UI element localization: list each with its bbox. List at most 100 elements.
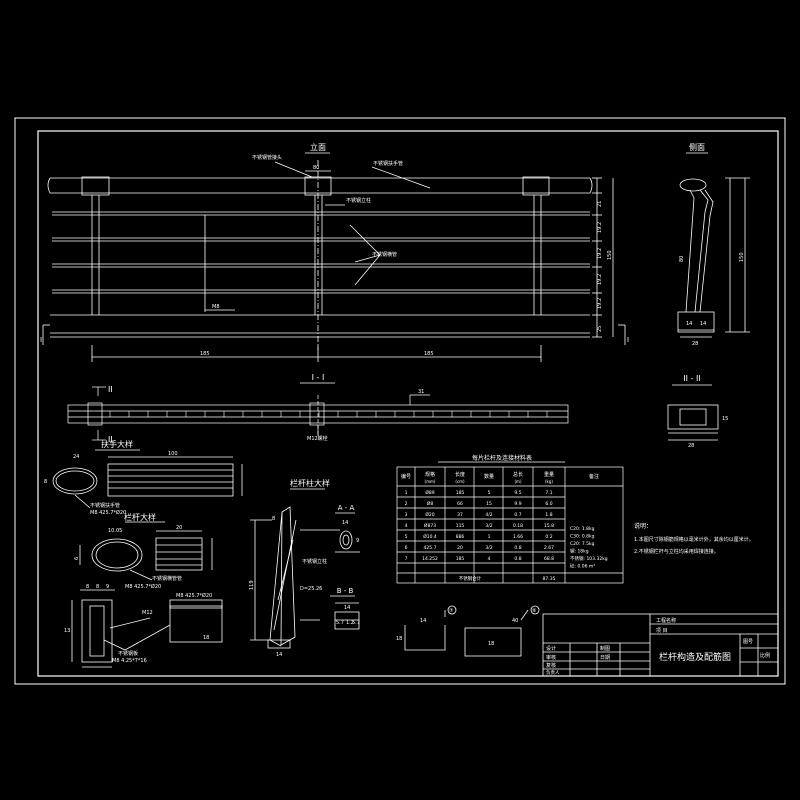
handrail-detail-label-pipe: 不锈钢扶手管	[90, 502, 120, 509]
table-cell: 425.7	[424, 545, 437, 551]
table-cell: 1	[488, 534, 491, 540]
table-cell: Ø89	[425, 489, 434, 496]
table-cell: 15.8	[544, 523, 554, 529]
table-note: 不锈钢: 103.32kg	[570, 555, 608, 562]
table-cell: 0.8	[514, 545, 521, 551]
title-block-drawing-title: 栏杆构造及配筋图	[659, 651, 731, 663]
post-detail	[250, 488, 340, 649]
title-block-field-4: 制图	[600, 645, 610, 652]
title-block-field-6: 图号	[743, 639, 753, 645]
table-note: C30: 0.8kg	[570, 534, 595, 540]
base-detail-dim-2: 9	[106, 584, 109, 590]
table-header-1: 规格	[425, 471, 435, 478]
table-title: 每片栏杆及连接材料表	[472, 454, 532, 462]
base-detail-label-spec2: M8 4.25*7*16	[112, 658, 147, 664]
table-cell: 1.66	[513, 534, 523, 540]
table-cell: 9.9	[514, 501, 521, 507]
table-cell: 0.7	[514, 512, 521, 518]
remarks-line-1: 1.本图尺寸除钢筋规格以毫米计外，其余均以厘米计。	[634, 536, 754, 543]
side-dim-a: 80	[679, 256, 685, 262]
table-header-2: 长度	[455, 471, 465, 478]
base-detail-dim-3: 13	[64, 628, 70, 634]
title-block-field-1: 审核	[546, 654, 556, 661]
title-block-field-5: 日期	[600, 655, 610, 661]
outer-frame	[14, 117, 786, 685]
section-b-dim-2: 1.2	[346, 620, 354, 626]
base-detail	[71, 589, 223, 668]
table-cell: 3	[405, 512, 408, 518]
elevation-dim-r3: 19.2	[597, 248, 603, 259]
elevation-dim-r4: 19.2	[597, 274, 603, 285]
post-top-detail-dim-w: 20	[176, 525, 182, 531]
title-block-field-0: 设计	[546, 645, 556, 652]
bar-2-mark: ⑧	[532, 608, 537, 614]
table-cell: 37	[457, 512, 463, 518]
post-detail-dim-b: 8	[272, 516, 275, 522]
section-b-dim-0: 14	[344, 605, 350, 611]
section-ii-title: II - II	[683, 374, 700, 383]
table-cell: Ø20	[425, 511, 434, 518]
handrail-detail-title: 扶手大样	[101, 439, 133, 449]
elevation-mark-left: I	[40, 336, 42, 344]
table-cell: 185	[456, 490, 465, 496]
table-cell: 1.8	[545, 512, 552, 518]
section-ii-view	[667, 384, 719, 441]
table-cell: Ø8	[427, 500, 434, 507]
section-b-dim-3: 5.7	[352, 620, 360, 626]
table-cell: Ø873	[424, 522, 436, 529]
table-note: 钢: 18kg	[570, 548, 589, 555]
title-block-field-2: 复核	[546, 662, 556, 669]
title-block-field-7: 比例	[760, 652, 770, 659]
section-a-dim-1: 9	[356, 538, 359, 544]
base-detail-label-m: M12	[142, 610, 153, 616]
inner-frame	[37, 130, 779, 677]
post-detail-title: 栏杆柱大样	[290, 478, 330, 488]
handrail-detail-dim-d: 24	[73, 454, 79, 460]
table-header-5: 重量	[544, 471, 554, 478]
title-block	[542, 613, 779, 677]
post-top-detail-label-pipe: 不锈钢横管管	[152, 575, 182, 582]
title-block-project-label: 工程名称	[656, 617, 676, 624]
base-detail-label-plate: 不锈钢板	[118, 650, 138, 657]
base-detail-dim-4: 18	[203, 635, 209, 641]
elevation-view: 立面	[42, 142, 626, 362]
elevation-dim-height: 150	[607, 250, 613, 260]
post-top-detail-dim-d: 10.05	[108, 528, 122, 534]
elevation-label-handrail: 不锈钢扶手管	[373, 160, 403, 167]
post-top-detail-dim-h: 6	[74, 557, 80, 560]
table-cell: 5	[405, 534, 408, 540]
side-dim-b1: 14	[686, 321, 692, 327]
table-cell: 0.18	[513, 523, 523, 529]
table-cell: 2.67	[544, 545, 554, 551]
elevation-label-m8: M8	[212, 304, 220, 310]
table-cell: 115	[456, 523, 465, 529]
handrail-detail-label-spec: M8 425.7*Ø20	[90, 509, 126, 516]
table-cell: 7	[405, 556, 408, 562]
bar-1-mark: ⑦	[449, 608, 454, 614]
table-note: C20: 7.5kg	[570, 541, 595, 547]
table-cell: 185	[456, 556, 465, 562]
elevation-dim-base: 25	[597, 326, 603, 332]
side-view	[677, 152, 750, 338]
table-unit-2: (cm)	[455, 479, 465, 484]
elevation-title: 立面	[310, 142, 326, 152]
post-top-detail-title: 栏杆大样	[124, 512, 156, 522]
section-i-label-bolt: M12螺栓	[307, 435, 328, 442]
elevation-dim-r2: 19.2	[597, 222, 603, 233]
section-i-title: I - I	[312, 373, 325, 382]
remarks-line-2: 2.不锈钢栏杆与立柱均采用焊接连接。	[634, 548, 719, 555]
post-top-detail-label-spec: M8 425.7*Ø20	[125, 583, 161, 590]
table-total-value: 87.35	[543, 576, 556, 582]
table-cell: 2	[405, 501, 408, 507]
table-cell: Ø10.4	[423, 533, 437, 540]
table-cell: 1	[405, 490, 408, 496]
table-cell: 4	[405, 523, 408, 529]
table-cell: 4	[488, 556, 491, 562]
side-dim-base: 28	[692, 341, 698, 347]
section-b-dim-1: 5.7	[336, 620, 344, 626]
side-title: 侧面	[689, 142, 705, 152]
section-i-mark-top: II	[108, 385, 113, 394]
material-table-text: 每片栏杆及连接材料表 编号 规格 长度 数量 总长 重量 备注 (mm) (cm…	[401, 454, 599, 484]
